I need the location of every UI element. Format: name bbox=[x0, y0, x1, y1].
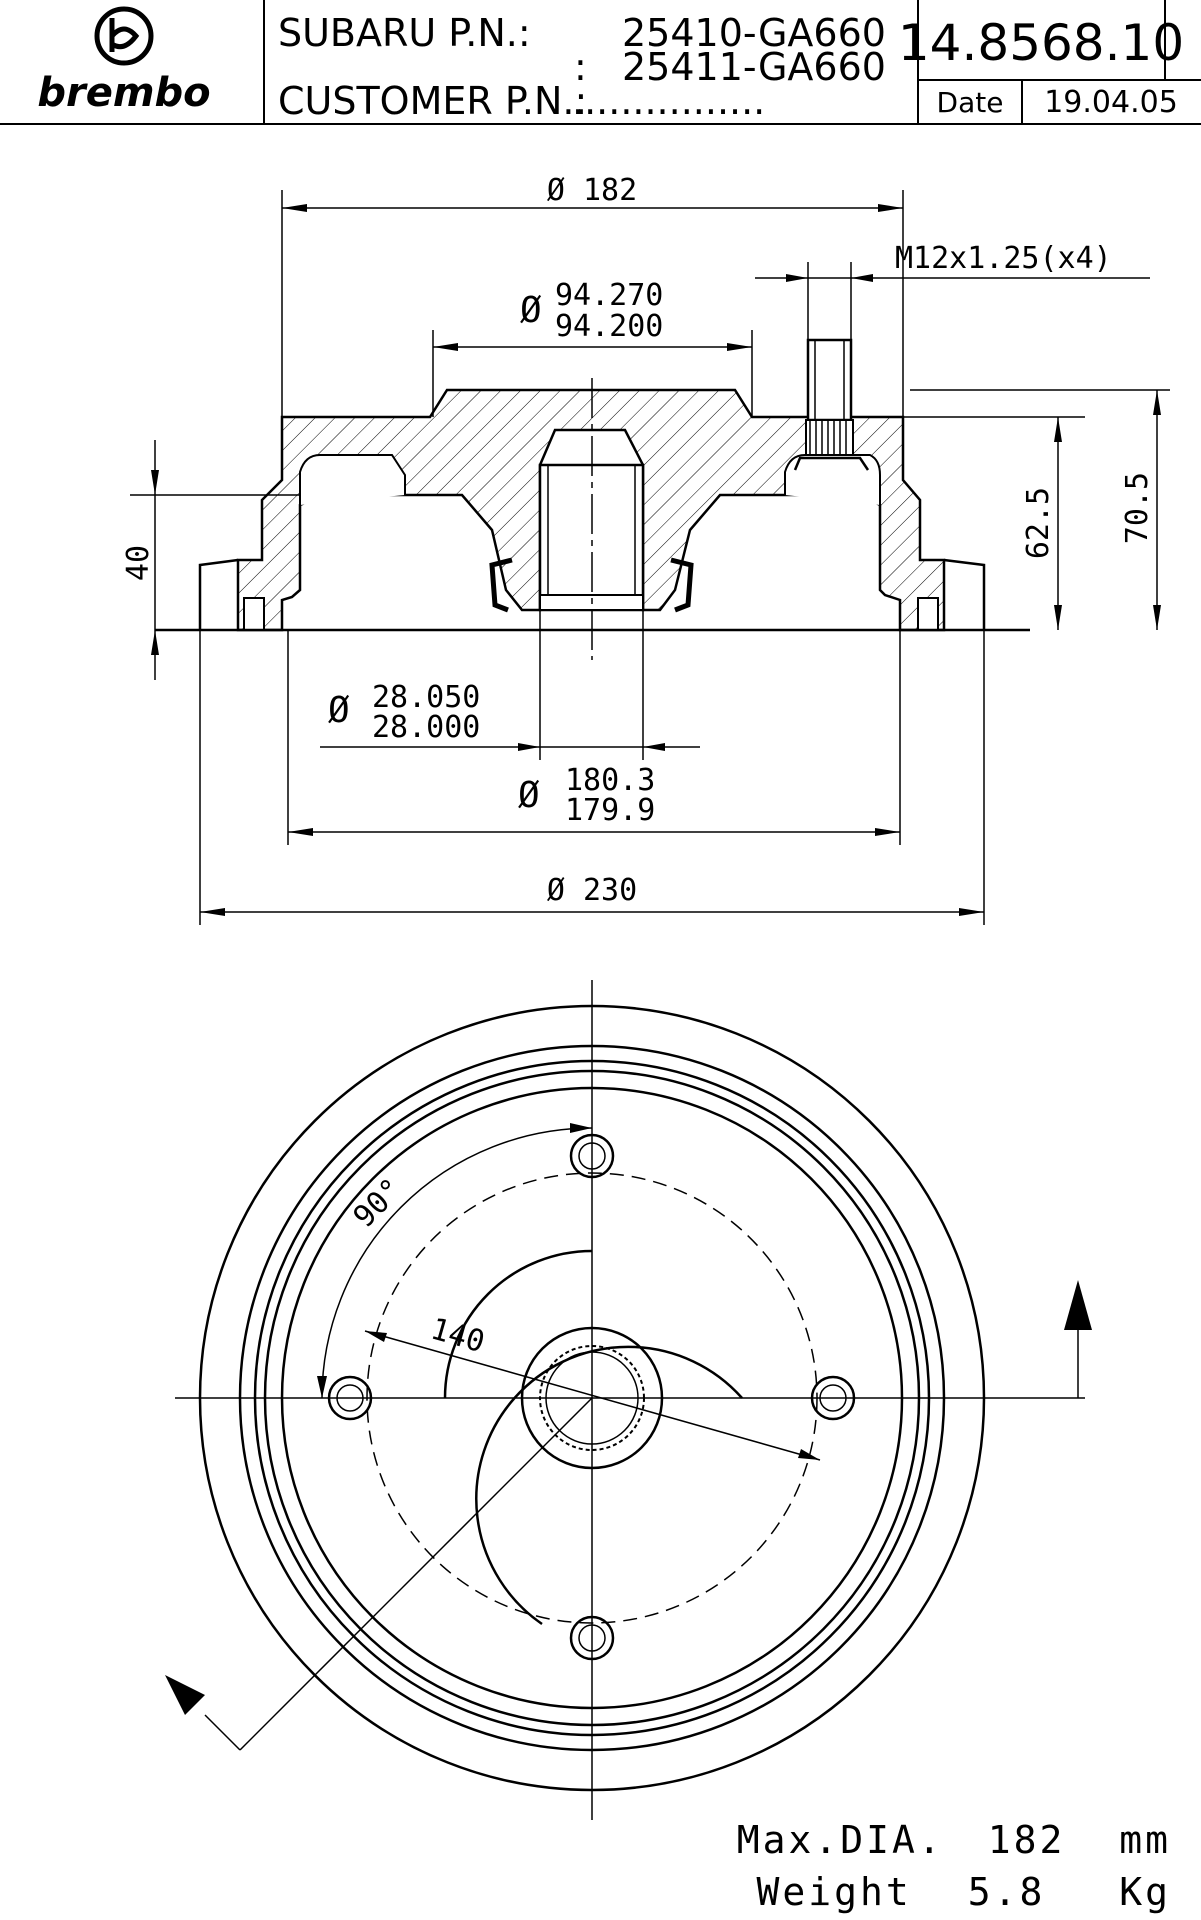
max-dia-label: Max.DIA. bbox=[736, 1818, 944, 1862]
section-arrow-left-icon bbox=[165, 1675, 205, 1715]
weight-line: Weight 5.8 Kg bbox=[757, 1870, 1171, 1914]
dim-28-lower: 28.000 bbox=[372, 710, 480, 745]
max-diameter-line: Max.DIA. 182 mm bbox=[737, 1818, 1171, 1862]
dim-diameter-230: Ø 230 bbox=[547, 873, 637, 908]
max-dia-value: 182 bbox=[987, 1818, 1066, 1862]
dim-28-upper: 28.050 bbox=[372, 680, 480, 715]
dim-height-62-5: 62.5 bbox=[1021, 487, 1056, 559]
dim-height-40: 40 bbox=[121, 545, 156, 581]
wheel-stud bbox=[793, 338, 870, 471]
dim-94-upper: 94.270 bbox=[555, 278, 663, 313]
dim-94-lower: 94.200 bbox=[555, 309, 663, 344]
weight-unit: Kg bbox=[1119, 1870, 1171, 1914]
dim-height-70-5: 70.5 bbox=[1120, 472, 1155, 544]
date-value: 19.04.05 bbox=[1044, 85, 1178, 120]
customer-pn-label: CUSTOMER P.N.: bbox=[278, 79, 587, 123]
subaru-pn-1: 25410-GA660 bbox=[622, 11, 886, 55]
brembo-wordmark: brembo bbox=[37, 70, 210, 116]
customer-pn-value: ................ bbox=[572, 79, 765, 123]
dim-angle-90: 90° bbox=[347, 1172, 410, 1235]
section-arrow-right-icon bbox=[1064, 1280, 1092, 1330]
title-block bbox=[0, 0, 1201, 125]
max-dia-unit: mm bbox=[1119, 1818, 1171, 1862]
part-number: 14.8568.10 bbox=[898, 14, 1184, 72]
weight-value: 5.8 bbox=[967, 1870, 1046, 1914]
dimension-lines bbox=[130, 190, 1170, 925]
subaru-pn-separator: : bbox=[574, 45, 587, 89]
dim-thread-m12: M12x1.25(x4) bbox=[895, 241, 1112, 276]
subaru-pn-label: SUBARU P.N.: bbox=[278, 11, 531, 55]
dim-94-symbol: Ø bbox=[520, 290, 542, 331]
dim-180-lower: 179.9 bbox=[565, 793, 655, 828]
dim-180-symbol: Ø bbox=[518, 775, 540, 816]
section-view bbox=[155, 338, 1030, 660]
dim-180-upper: 180.3 bbox=[565, 763, 655, 798]
dim-pcd-140: 140 bbox=[427, 1312, 489, 1361]
date-label: Date bbox=[937, 86, 1004, 119]
dim-diameter-182: Ø 182 bbox=[547, 173, 637, 208]
brembo-logo-icon bbox=[94, 6, 154, 66]
dim-28-symbol: Ø bbox=[328, 690, 350, 731]
brembo-logo: brembo bbox=[37, 6, 211, 116]
front-view bbox=[175, 980, 1085, 1820]
weight-label: Weight bbox=[756, 1870, 912, 1914]
subaru-pn-2: 25411-GA660 bbox=[622, 45, 886, 89]
